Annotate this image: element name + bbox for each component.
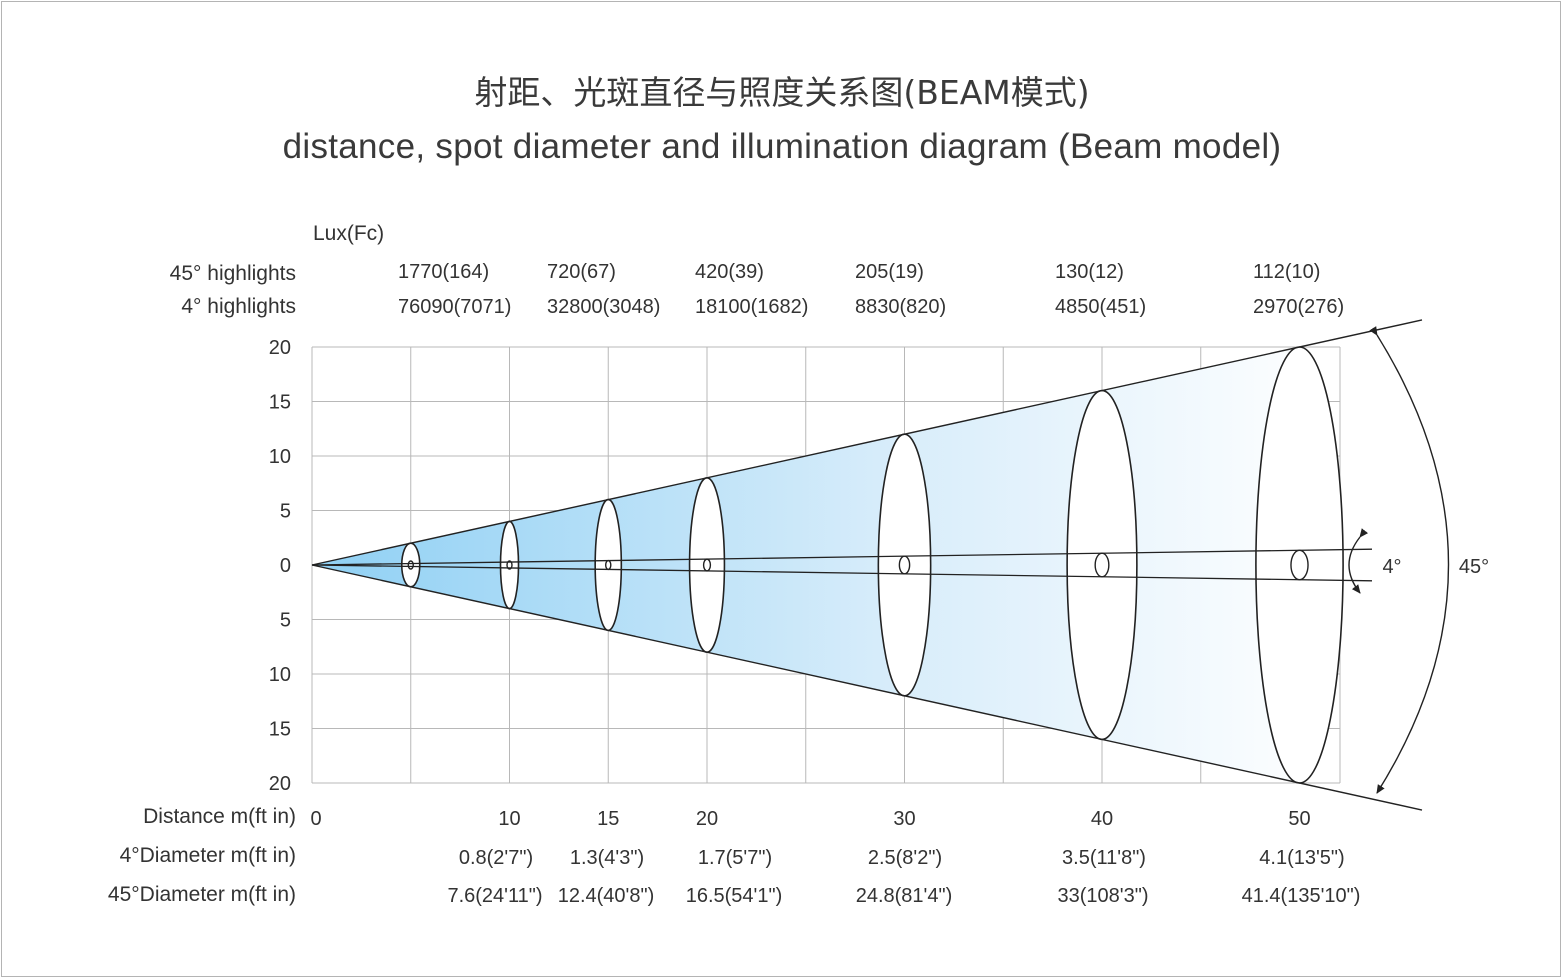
- beam-4-spot: [407, 560, 414, 570]
- beam-4-edge-bottom: [311, 564, 1373, 582]
- distance-label: 10: [498, 808, 520, 830]
- diameter-45-value: 41.4(135'10"): [1242, 885, 1361, 907]
- distance-label: 20: [696, 808, 718, 830]
- beam-4-spot: [1290, 549, 1309, 581]
- row-label-distance: Distance m(ft in): [143, 805, 296, 828]
- y-tick-label: 5: [280, 610, 291, 632]
- beam-45-edge-top: [311, 319, 1423, 566]
- title-english: distance, spot diameter and illumination…: [282, 127, 1282, 166]
- distance-label: 50: [1288, 808, 1310, 830]
- beam-4-spot: [702, 558, 712, 572]
- beam-4-spot: [898, 555, 911, 575]
- lux-header: Lux(Fc): [313, 222, 384, 245]
- lux-45-value: 1770(164): [398, 261, 489, 283]
- beam-4-spot: [506, 560, 513, 570]
- beam-45-edge-bottom: [311, 564, 1423, 811]
- diameter-45-value: 12.4(40'8"): [558, 885, 655, 907]
- lux-45-value: 205(19): [855, 261, 924, 283]
- angle-45-label: 45°: [1459, 556, 1489, 578]
- lux-4-value: 4850(451): [1055, 296, 1146, 318]
- angle-4-label: 4°: [1382, 556, 1401, 578]
- lux-4-value: 32800(3048): [547, 296, 660, 318]
- lux-45-value: 720(67): [547, 261, 616, 283]
- row-label-4-diameter: 4°Diameter m(ft in): [120, 844, 296, 867]
- lux-4-value: 18100(1682): [695, 296, 808, 318]
- distance-label: 40: [1091, 808, 1113, 830]
- lux-45-value: 112(10): [1253, 261, 1320, 283]
- diameter-4-value: 4.1(13'5"): [1259, 847, 1344, 869]
- y-tick-label: 0: [280, 555, 291, 577]
- beam-45-fill: [312, 347, 1300, 783]
- beam-4-edge-top: [311, 548, 1373, 566]
- diameter-4-value: 2.5(8'2"): [868, 847, 942, 869]
- y-tick-label: 5: [280, 501, 291, 523]
- diameter-4-value: 0.8(2'7"): [459, 847, 533, 869]
- distance-label: 30: [893, 808, 915, 830]
- diameter-45-value: 7.6(24'11"): [447, 885, 542, 907]
- title-chinese: 射距、光斑直径与照度关系图(BEAM模式): [474, 73, 1090, 112]
- lux-4-value: 2970(276): [1253, 296, 1344, 318]
- beam-4-spot: [604, 559, 612, 571]
- row-label-4-highlights: 4° highlights: [181, 295, 296, 318]
- diameter-4-value: 3.5(11'8"): [1062, 847, 1146, 869]
- y-tick-label: 15: [269, 392, 291, 414]
- diameter-4-value: 1.7(5'7"): [698, 847, 772, 869]
- row-label-45-diameter: 45°Diameter m(ft in): [108, 883, 296, 906]
- lux-4-value: 8830(820): [855, 296, 946, 318]
- angle-45-arc: [1369, 326, 1450, 794]
- beam-4-spot: [1094, 552, 1110, 578]
- lux-45-value: 130(12): [1055, 261, 1124, 283]
- y-tick-label: 15: [269, 719, 291, 741]
- row-label-45-highlights: 45° highlights: [170, 262, 296, 285]
- diameter-45-value: 24.8(81'4"): [856, 885, 953, 907]
- diameter-45-value: 16.5(54'1"): [686, 885, 783, 907]
- y-tick-label: 20: [269, 337, 291, 359]
- origin-label: 0: [310, 808, 321, 830]
- diameter-45-value: 33(108'3"): [1058, 885, 1149, 907]
- diameter-4-value: 1.3(4'3"): [570, 847, 644, 869]
- lux-4-value: 76090(7071): [398, 296, 511, 318]
- y-tick-label: 10: [269, 446, 291, 468]
- y-tick-label: 10: [269, 664, 291, 686]
- y-tick-label: 20: [269, 773, 291, 795]
- angle-4-arc: [1348, 528, 1369, 594]
- distance-label: 15: [597, 808, 619, 830]
- lux-45-value: 420(39): [695, 261, 764, 283]
